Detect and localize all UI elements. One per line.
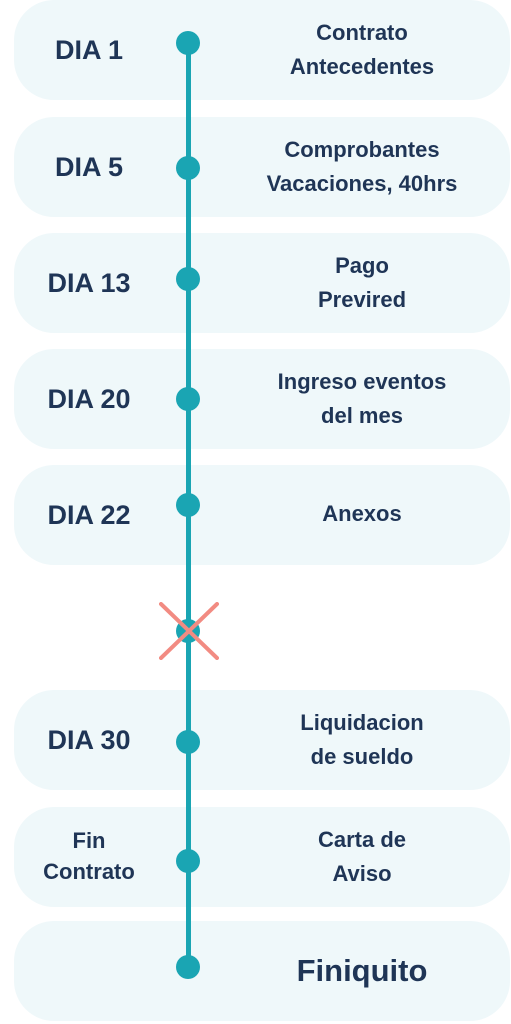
timeline-row-dia-5: DIA 5 Comprobantes Vacaciones, 40hrs <box>14 117 510 217</box>
timeline-row-fin-contrato: Fin Contrato Carta de Aviso <box>14 807 510 907</box>
day-label: DIA 30 <box>47 724 131 755</box>
task-label: Anexos <box>322 501 402 526</box>
timeline-row-dia-13: DIA 13 Pago Previred <box>14 233 510 333</box>
timeline-dot <box>176 267 200 291</box>
timeline-dot <box>176 493 200 517</box>
task-label: Liquidacion de sueldo <box>300 709 424 769</box>
day-label: DIA 20 <box>47 383 131 414</box>
timeline-row-dia-20: DIA 20 Ingreso eventos del mes <box>14 349 510 449</box>
day-label: DIA 13 <box>47 267 131 298</box>
day-label: DIA 5 <box>54 151 123 182</box>
timeline-dot <box>176 849 200 873</box>
timeline-dot <box>176 156 200 180</box>
timeline-row-finiquito: Finiquito <box>14 921 510 1021</box>
timeline-dot <box>176 387 200 411</box>
x-mark-icon <box>159 602 219 660</box>
task-label: Pago Previred <box>317 252 407 312</box>
timeline-dot <box>176 31 200 55</box>
task-label: Carta de Aviso <box>317 826 407 886</box>
day-label: DIA 22 <box>47 499 131 530</box>
timeline-row-dia-30: DIA 30 Liquidacion de sueldo <box>14 690 510 790</box>
timeline-row-dia-22: DIA 22 Anexos <box>14 465 510 565</box>
timeline-dot <box>176 955 200 979</box>
day-label: DIA 1 <box>54 34 123 65</box>
day-label <box>14 921 164 1021</box>
day-label: Fin Contrato <box>43 828 135 884</box>
task-label: Contrato Antecedentes <box>289 19 435 79</box>
timeline-row-dia-1: DIA 1 Contrato Antecedentes <box>14 0 510 100</box>
task-label: Ingreso eventos del mes <box>277 368 447 428</box>
task-label: Comprobantes Vacaciones, 40hrs <box>266 136 458 196</box>
timeline-dot <box>176 730 200 754</box>
task-label: Finiquito <box>296 952 428 988</box>
